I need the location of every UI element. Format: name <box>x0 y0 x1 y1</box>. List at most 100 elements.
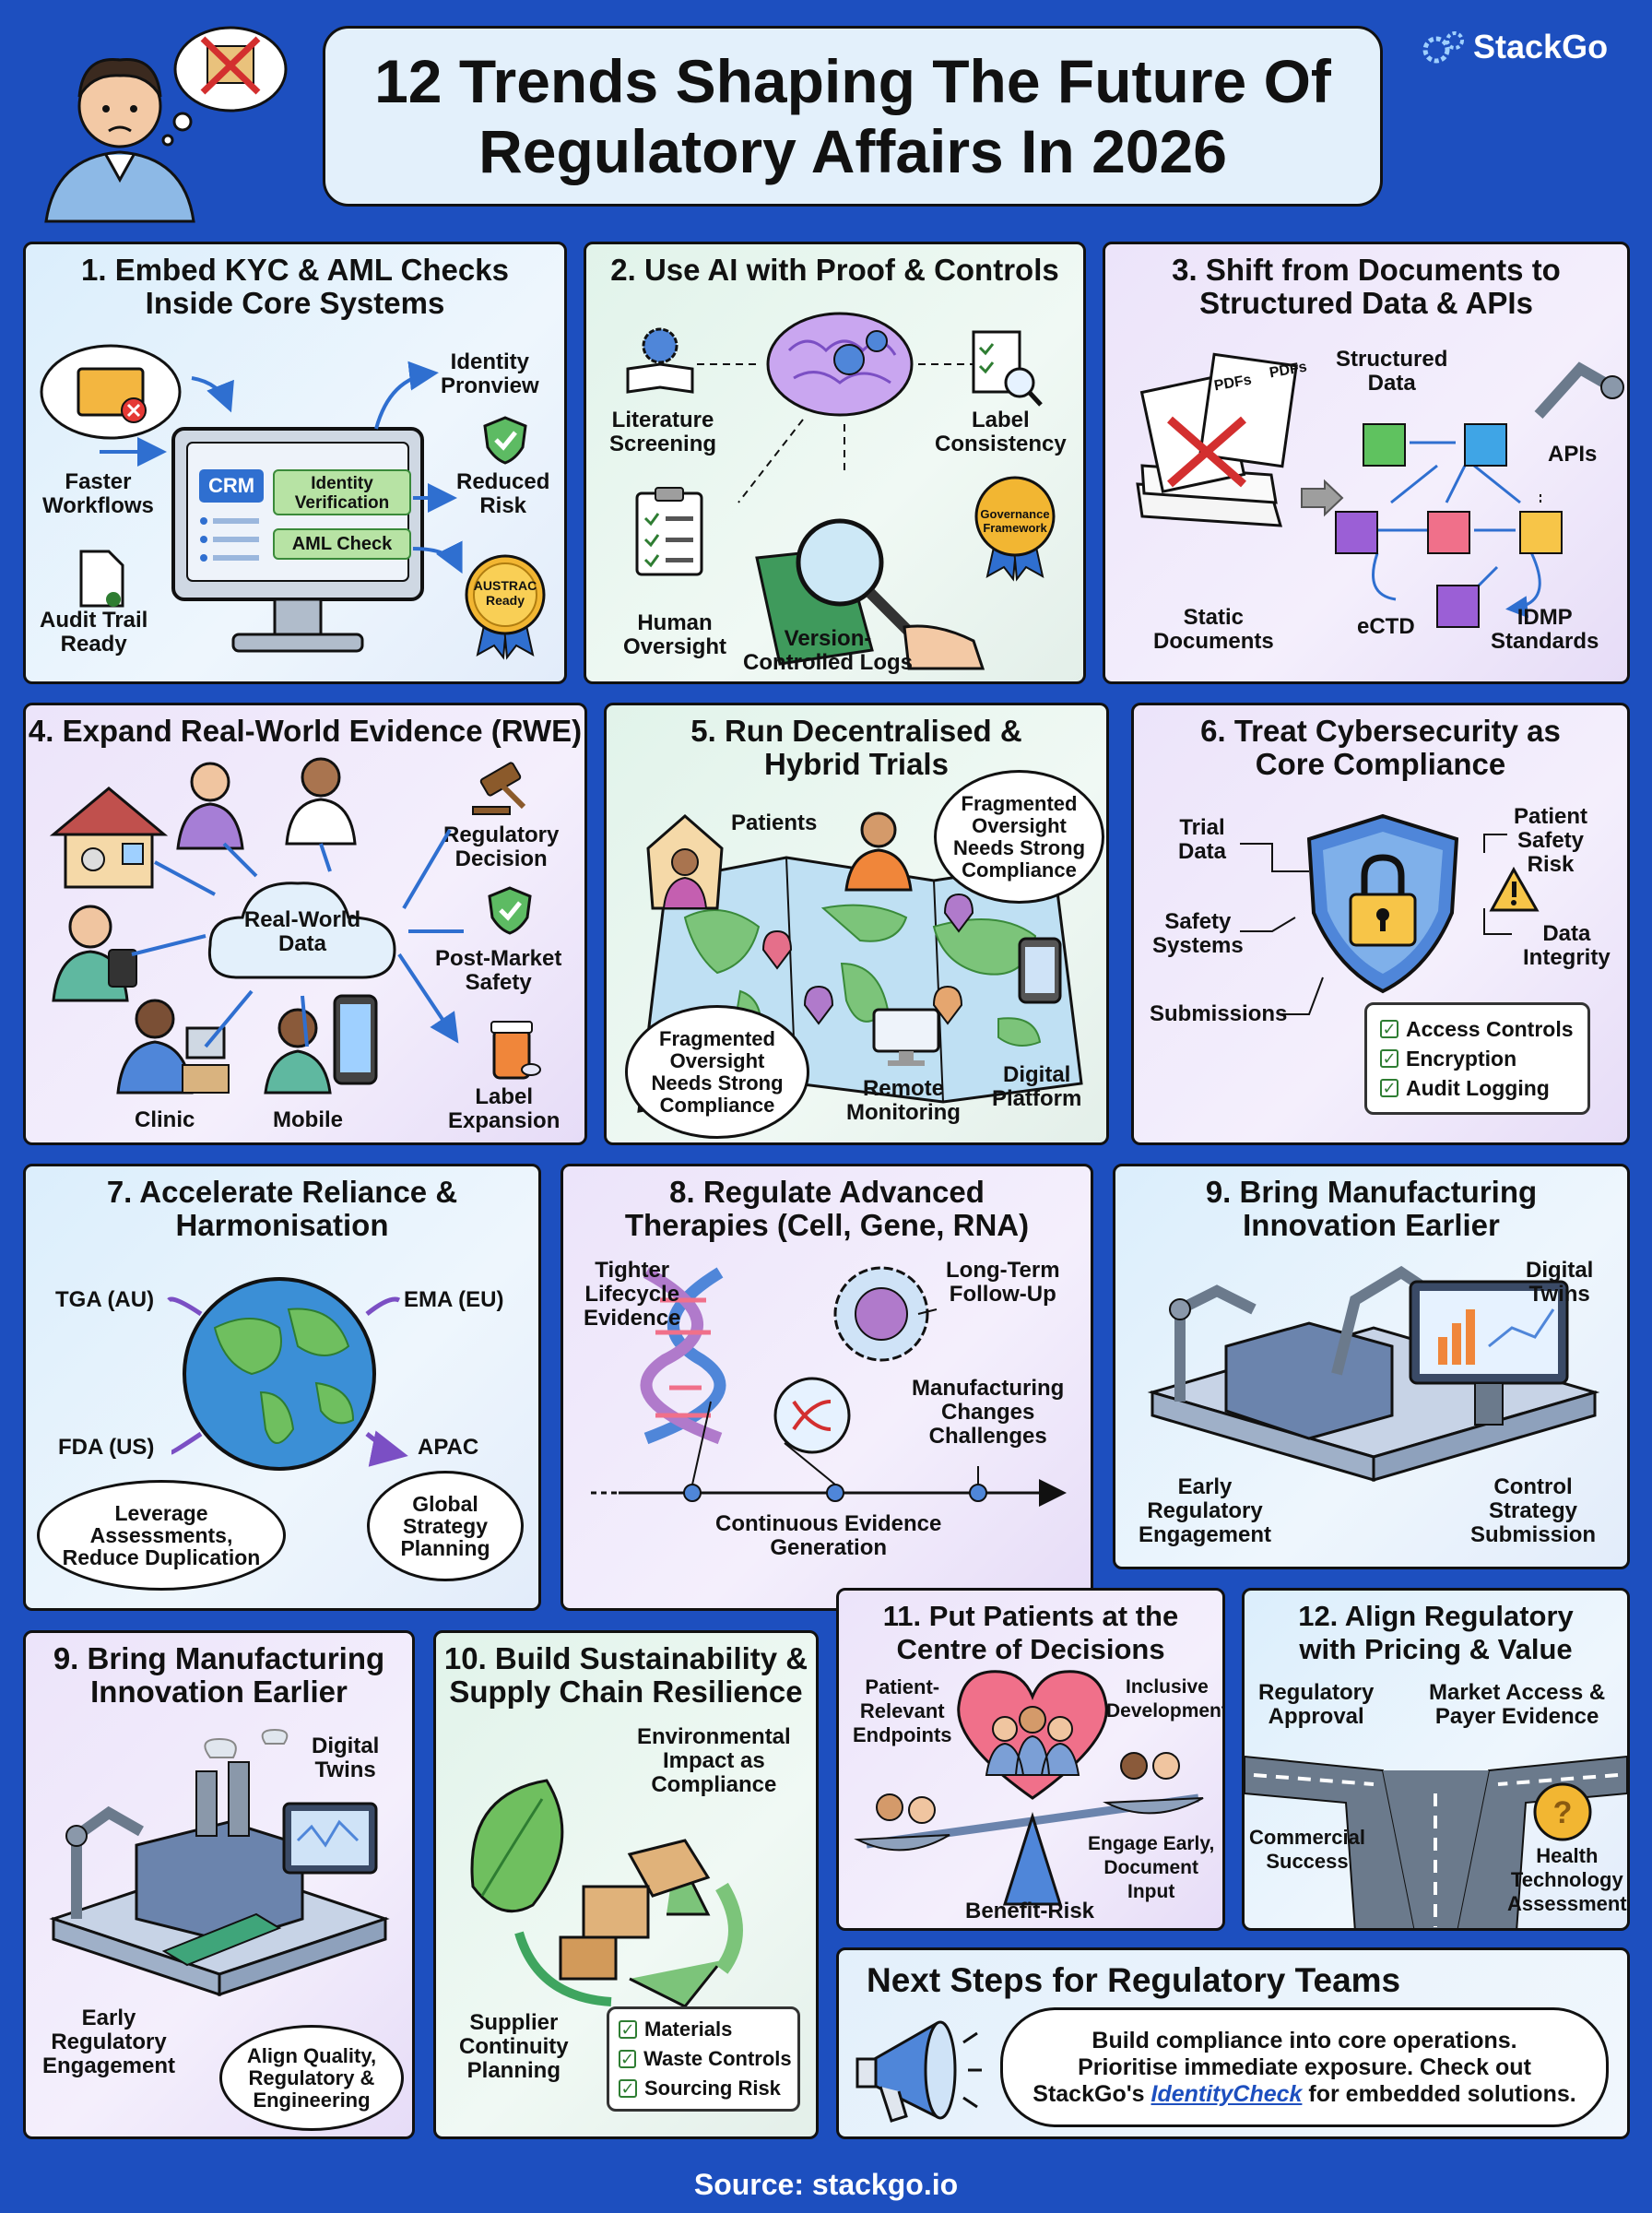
label-ectd: eCTD <box>1357 614 1415 639</box>
panel-decentralised-trials: 5. Run Decentralised & Hybrid Trials Pat… <box>604 703 1109 1145</box>
label-control-strategy: Control Strategy Submission <box>1470 1474 1597 1547</box>
checkbox-checked-icon: ✓ <box>1380 1049 1398 1068</box>
panel-reliance: 7. Accelerate Reliance & Harmonisation T… <box>23 1164 541 1611</box>
mobile-person-icon <box>264 994 378 1095</box>
label-patient-safety-risk: Patient Safety Risk <box>1514 804 1588 877</box>
identitycheck-link[interactable]: IdentityCheck <box>1150 2080 1303 2107</box>
cloud-label: Real-World Data <box>243 907 361 956</box>
warning-icon <box>1489 866 1540 912</box>
flow-arrows <box>100 361 463 574</box>
label-submissions: Submissions <box>1150 1001 1288 1026</box>
label-manufacturing-changes: Manufacturing Changes Challenges <box>912 1376 1065 1449</box>
label-early-engagement: Early Regulatory Engagement <box>42 2006 176 2078</box>
list-lines-icon <box>200 517 259 562</box>
panel-title: 9. Bring Manufacturing Innovation Earlie… <box>53 1641 385 1709</box>
label-identity: Identity Pronview <box>441 349 539 398</box>
label-digital-twins: Digital Twins <box>312 1734 380 1782</box>
factory-icon <box>49 1728 390 1997</box>
brain-icon <box>766 312 914 417</box>
svg-text:?: ? <box>1553 1795 1573 1830</box>
panel-kyc-aml: 1. Embed KYC & AML Checks Inside Core Sy… <box>23 242 567 684</box>
next-steps-line1: Build compliance into core operations. <box>1092 2027 1517 2053</box>
clipboard-icon <box>635 487 703 576</box>
globe-icon <box>183 1277 376 1471</box>
supply-checklist: ✓Materials ✓Waste Controls ✓Sourcing Ris… <box>607 2006 800 2112</box>
label-continuous-evidence: Continuous Evidence Generation <box>715 1511 942 1560</box>
label-market-access: Market Access & Payer Evidence <box>1429 1680 1606 1729</box>
label-tga: TGA (AU) <box>55 1287 155 1312</box>
dna-bubble-icon <box>773 1377 851 1454</box>
label-digital-platform: Digital Platform <box>992 1062 1082 1111</box>
speech-bubble-bottom: Fragmented Oversight Needs Strong Compli… <box>625 1005 809 1139</box>
panel-title: 6. Treat Cybersecurity as Core Complianc… <box>1200 714 1561 781</box>
cell-icon <box>833 1266 929 1362</box>
checkbox-checked-icon: ✓ <box>619 2020 637 2039</box>
panel-manufacturing-b: 9. Bring Manufacturing Innovation Earlie… <box>23 1630 415 2139</box>
panel-manufacturing-a: 9. Bring Manufacturing Innovation Earlie… <box>1113 1164 1630 1569</box>
label-early-engagement: Early Regulatory Engagement <box>1139 1474 1272 1547</box>
factory-robot-icon <box>1147 1265 1600 1482</box>
brand-name: StackGo <box>1473 28 1609 65</box>
panel-title: 4. Expand Real-World Evidence (RWE) <box>28 714 583 748</box>
footer: Source: stackgo.io <box>0 2156 1652 2213</box>
rwe-arrows <box>131 828 587 1145</box>
cloud-icon <box>207 882 396 979</box>
label-reduced-risk: Reduced Risk <box>456 469 550 518</box>
pill-bottle-icon <box>490 1021 541 1080</box>
label-benefit-risk: Benefit-Risk <box>965 1899 1095 1923</box>
doctor-icon <box>285 757 357 846</box>
checklist-item: ✓Encryption <box>1380 1044 1575 1073</box>
governance-seal-icon <box>974 476 1056 582</box>
label-trial-data: Trial Data <box>1178 815 1227 864</box>
speech-bubble-leverage: Leverage Assessments, Reduce Duplication <box>37 1480 286 1591</box>
label-structured-data: Structured Data <box>1336 347 1448 396</box>
panel-patients-centre: 11. Put Patients at the Centre of Decisi… <box>836 1588 1225 1931</box>
label-long-term-follow-up: Long-Term Follow-Up <box>946 1258 1060 1307</box>
checkbox-checked-icon: ✓ <box>619 2050 637 2068</box>
panel-title: 10. Build Sustainability & Supply Chain … <box>443 1641 808 1709</box>
label-remote-monitoring: Remote Monitoring <box>846 1076 961 1125</box>
panel-pricing-value: 12. Align Regulatory with Pricing & Valu… <box>1242 1588 1630 1931</box>
label-patients: Patients <box>731 811 818 835</box>
next-steps-title: Next Steps for Regulatory Teams <box>867 1961 1401 1999</box>
label-post-market-safety: Post-Market Safety <box>435 946 562 995</box>
elder-tablet-icon <box>52 905 137 1002</box>
pdf-stack-icon <box>1136 352 1298 527</box>
thought-bubble-icon <box>161 26 288 147</box>
gear-logo-icon <box>1422 31 1464 64</box>
panel-cybersecurity: 6. Treat Cybersecurity as Core Complianc… <box>1131 703 1630 1145</box>
document-icon <box>79 550 124 608</box>
source-link[interactable]: Source: stackgo.io <box>693 2167 959 2201</box>
checkbox-checked-icon: ✓ <box>1380 1079 1398 1097</box>
label-safety-systems: Safety Systems <box>1152 909 1244 958</box>
question-coin-icon: ? <box>1533 1782 1592 1841</box>
label-engage-early: Engage Early, Document Input <box>1088 1833 1215 1902</box>
clinic-person-icon <box>116 999 230 1095</box>
panel-title: 9. Bring Manufacturing Innovation Earlie… <box>1205 1175 1538 1242</box>
leaf-recycle-icon <box>470 1779 743 2008</box>
label-ema: EMA (EU) <box>404 1287 504 1312</box>
monitor-small-icon <box>872 1008 940 1066</box>
panel-advanced-therapies: 8. Regulate Advanced Therapies (Cell, Ge… <box>560 1164 1093 1611</box>
next-steps-line3: StackGo's IdentityCheck for embedded sol… <box>1032 2080 1576 2107</box>
label-apac: APAC <box>418 1435 479 1460</box>
brand-logo[interactable]: StackGo <box>1420 28 1608 66</box>
panel-title: 8. Regulate Advanced Therapies (Cell, Ge… <box>624 1175 1030 1242</box>
checklist-item: ✓Waste Controls <box>619 2047 792 2070</box>
label-regulatory-approval: Regulatory Approval <box>1258 1680 1375 1729</box>
label-apis: APIs <box>1548 442 1598 467</box>
label-supplier-continuity: Supplier Continuity Planning <box>459 2010 569 2083</box>
right-arrow-icon <box>1301 479 1344 517</box>
globe-arrows <box>167 1296 541 1611</box>
timeline <box>591 1308 1067 1507</box>
shield-lock-icon <box>1306 813 1459 994</box>
label-clinic: Clinic <box>135 1107 195 1132</box>
gavel-icon <box>472 762 526 815</box>
speech-bubble-global: Global Strategy Planning <box>367 1471 524 1581</box>
heart-family-icon <box>957 1670 1108 1800</box>
house-icon <box>49 787 169 889</box>
identity-verification-chip: Identity Verification <box>273 469 411 515</box>
checklist-item: ✓Access Controls <box>1380 1014 1575 1044</box>
label-idmp-standards: IDMP Standards <box>1491 605 1599 654</box>
panel-title: 1. Embed KYC & AML Checks Inside Core Sy… <box>81 253 509 320</box>
